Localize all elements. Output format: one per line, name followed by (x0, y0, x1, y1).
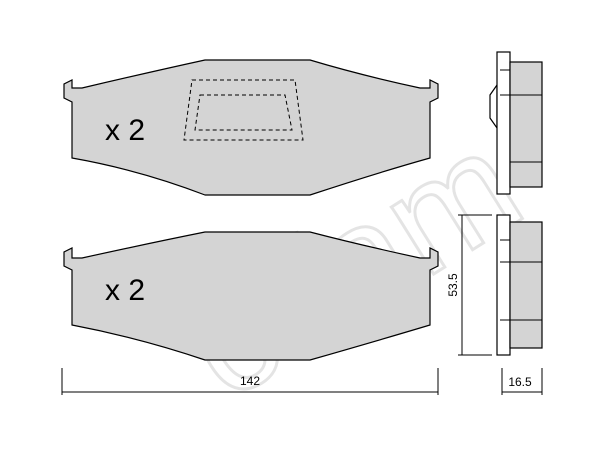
length-dimension-value: 142 (240, 374, 260, 388)
top-pad-backing-plate (63, 59, 439, 196)
thickness-dimension: 16.5 (501, 368, 543, 395)
top-pad-inner-slot-dashed (194, 94, 293, 131)
bottom-side-friction (509, 221, 543, 349)
top-pad: x 2 (63, 59, 439, 196)
top-pad-side-view (489, 51, 543, 195)
bottom-pad-side-view (496, 214, 543, 356)
length-dimension: 142 (61, 368, 439, 395)
top-side-clip (489, 83, 498, 130)
bottom-pad-quantity-label: x 2 (105, 274, 145, 307)
top-pad-inner-outline-dashed (183, 79, 304, 141)
bottom-pad-backing-plate (63, 231, 439, 361)
bottom-side-backing (496, 214, 511, 356)
top-pad-quantity-label: x 2 (105, 114, 145, 147)
bottom-pad: x 2 (63, 231, 439, 361)
thickness-dimension-value: 16.5 (508, 375, 532, 389)
top-side-backing (496, 51, 511, 195)
height-dimension-value: 53.5 (446, 273, 460, 297)
height-dimension: 53.5 (446, 214, 492, 356)
top-side-friction (509, 61, 543, 188)
